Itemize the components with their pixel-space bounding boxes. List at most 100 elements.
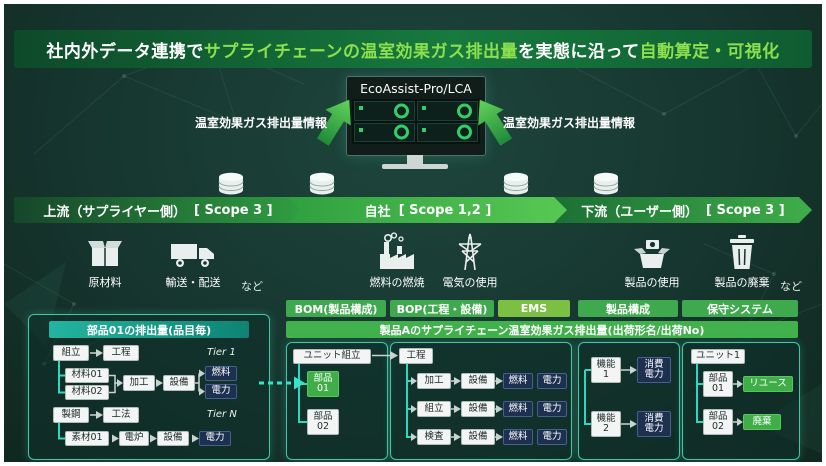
box-machining: 加工 bbox=[123, 375, 155, 391]
band-scope: [ Scope 3 ] bbox=[706, 202, 785, 218]
bom-header: BOM(製品構成) bbox=[286, 300, 386, 317]
box-process: 工程 bbox=[399, 348, 433, 364]
part-label: 部品 bbox=[708, 372, 728, 384]
truck-icon bbox=[170, 230, 216, 270]
bop-panel: 工程 加工 設備 燃料 電力 組立 設備 燃料 電力 検査 設備 燃料 電力 bbox=[390, 342, 572, 460]
part-number: 01 bbox=[316, 383, 330, 394]
box-process: 工程 bbox=[103, 345, 139, 361]
box-fuel: 燃料 bbox=[503, 429, 533, 445]
screen-tile bbox=[417, 122, 478, 142]
title-segment: を実態に沿って bbox=[518, 41, 640, 62]
screen-tile bbox=[354, 101, 415, 121]
box-power: 電力 bbox=[537, 373, 567, 389]
monitor-screen bbox=[352, 99, 480, 144]
band-scope: [ Scope 1,2 ] bbox=[398, 202, 492, 218]
box-power: 電力 bbox=[537, 401, 567, 417]
box-steelmaking: 製鋼 bbox=[53, 407, 89, 423]
green-chip-decor bbox=[359, 106, 363, 110]
electricity-use-item: 電気の使用 bbox=[428, 230, 512, 290]
tier1-label: Tier 1 bbox=[207, 347, 236, 358]
box-raw-material: 素材01 bbox=[65, 431, 109, 446]
title-segment: 社内外データ連携で bbox=[46, 41, 204, 62]
tierN-label: Tier N bbox=[207, 409, 237, 420]
band-scope: [ Scope 3 ] bbox=[193, 202, 273, 218]
consumption-label: 電力 bbox=[644, 423, 664, 434]
screen-tile bbox=[417, 101, 478, 121]
bop-header: BOP(工程・設備) bbox=[390, 300, 494, 317]
database-icon bbox=[503, 172, 529, 195]
box-power: 電力 bbox=[199, 431, 231, 446]
box-icon bbox=[86, 230, 124, 270]
box-material2: 材料02 bbox=[65, 385, 109, 400]
icon-label: 製品の使用 bbox=[624, 276, 680, 289]
product-structure-header: 製品構成 bbox=[578, 300, 678, 317]
consumption-label: 電力 bbox=[644, 369, 664, 380]
monitor-title: EcoAssist-Pro/LCA bbox=[360, 80, 472, 96]
etc-label: など bbox=[780, 280, 802, 293]
emission-info-label-right: 温室効果ガス排出量情報 bbox=[502, 116, 635, 130]
box-material1: 材料01 bbox=[65, 368, 109, 383]
box-equipment: 設備 bbox=[157, 431, 189, 446]
box-reuse: リユース bbox=[743, 376, 793, 392]
factory-icon bbox=[376, 230, 418, 270]
database-icon bbox=[218, 172, 244, 195]
supplier-emission-panel: 部品01の排出量(品目毎) 組立 工程 Tier 1 材料01 bbox=[28, 314, 270, 460]
box-dispose: 廃棄 bbox=[743, 414, 781, 430]
function-number: 1 bbox=[602, 369, 610, 380]
box-step: 検査 bbox=[417, 429, 451, 445]
donut-indicator-icon bbox=[394, 103, 409, 119]
box-equipment: 設備 bbox=[461, 401, 495, 417]
supplier-panel-header: 部品01の排出量(品目毎) bbox=[49, 321, 249, 338]
supply-chain-emission-banner: 製品Aのサプライチェーン温室効果ガス排出量(出荷形名/出荷No) bbox=[286, 321, 798, 338]
transport-item: 輸送・配送 bbox=[151, 230, 235, 290]
box-power: 電力 bbox=[205, 384, 237, 399]
box-step: 組立 bbox=[417, 401, 451, 417]
product-use-icon bbox=[632, 230, 672, 270]
monitor-stand-base bbox=[382, 164, 448, 169]
box-electric-furnace: 電炉 bbox=[119, 431, 149, 446]
box-fuel: 燃料 bbox=[503, 401, 533, 417]
monitor-stand bbox=[407, 155, 423, 164]
consumption-label: 消費 bbox=[644, 412, 664, 424]
box-fuel: 燃料 bbox=[205, 366, 237, 381]
box-equipment: 設備 bbox=[461, 373, 495, 389]
title-banner: 社内外データ連携でサプライチェーンの温室効果ガス排出量を実態に沿って自動算定・可… bbox=[14, 30, 812, 68]
band-label: 上流（サプライヤー側） bbox=[43, 204, 186, 220]
icon-label: 輸送・配送 bbox=[165, 276, 221, 289]
box-assembly: 組立 bbox=[53, 345, 89, 361]
icon-label: 原材料 bbox=[88, 276, 122, 289]
icon-label: 製品の廃棄 bbox=[714, 276, 770, 289]
band-label: 下流（ユーザー側） bbox=[581, 204, 699, 220]
ecoassist-monitor: EcoAssist-Pro/LCA bbox=[346, 76, 486, 156]
box-unit-1: ユニット1 bbox=[691, 349, 745, 364]
product-use-item: 製品の使用 bbox=[610, 230, 694, 290]
slide-canvas: 社内外データ連携でサプライチェーンの温室効果ガス排出量を実態に沿って自動算定・可… bbox=[4, 4, 822, 462]
box-power: 電力 bbox=[537, 429, 567, 445]
green-chip-decor bbox=[422, 106, 426, 110]
donut-indicator-icon bbox=[457, 124, 472, 140]
function-label: 機能 bbox=[596, 412, 616, 424]
green-chip-decor bbox=[359, 127, 363, 132]
function-label: 機能 bbox=[596, 358, 616, 370]
box-equipment: 設備 bbox=[461, 429, 495, 445]
donut-indicator-icon bbox=[457, 103, 472, 119]
trash-icon bbox=[727, 230, 757, 270]
function-number: 2 bbox=[602, 423, 610, 434]
box-unit-assembly: ユニット組立 bbox=[293, 349, 371, 364]
etc-label: など bbox=[241, 280, 263, 293]
green-chip-decor bbox=[422, 127, 426, 132]
icon-label: 燃料の燃焼 bbox=[369, 276, 425, 289]
band-downstream: 下流（ユーザー側） [ Scope 3 ] bbox=[554, 197, 812, 223]
title-segment-highlight: サプライチェーンの温室効果ガス排出量 bbox=[203, 41, 518, 62]
fuel-combustion-item: 燃料の燃焼 bbox=[355, 230, 439, 290]
title-segment-highlight: 自動算定・可視化 bbox=[639, 41, 780, 62]
donut-indicator-icon bbox=[394, 124, 409, 140]
